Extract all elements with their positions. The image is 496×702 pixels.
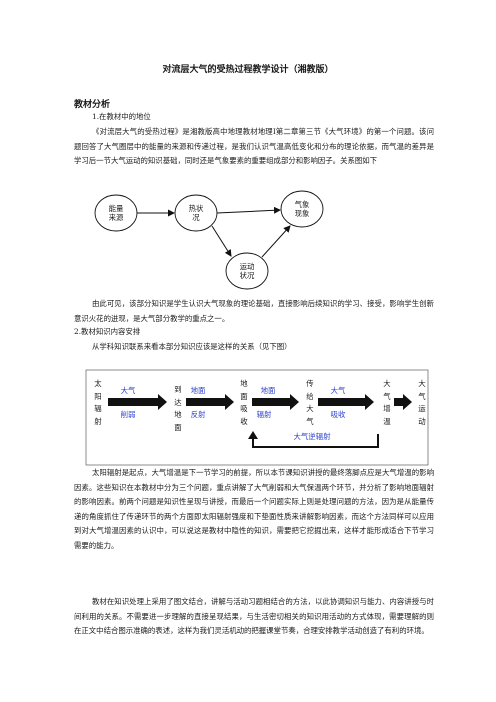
arrow-heat-motion [211, 225, 232, 257]
paragraph-relationship: 从学科知识联系来看本部分知识应该是这样的关系（见下图） [92, 342, 292, 351]
flow-arrow-3 [252, 394, 299, 410]
flow-arrow4-top: 大气 [330, 386, 346, 395]
node-motion-label: 运动状况 [239, 262, 255, 280]
flow-solar-radiation: 太阳辐射 [94, 379, 102, 426]
arrow-motion-weather [261, 225, 291, 258]
flow-air-warming: 大气增温 [383, 379, 391, 426]
flow-arrow-1 [108, 394, 167, 410]
flow-reach-ground: 到达地面 [174, 385, 182, 432]
flow-ground-absorb: 地面吸收 [240, 379, 248, 426]
flow-arrow1-bottom: 削弱 [120, 410, 136, 419]
paragraph-conclusion: 由此可见，该部分知识是学生认识大气现象的理论基础，直接影响后续知识的学习、接受，… [74, 299, 434, 323]
node-heat-label: 热状况 [188, 204, 204, 222]
node-weather-ellipse [280, 190, 324, 228]
flow-arrow2-bottom: 反射 [190, 410, 206, 419]
paragraph-position: 《对流层大气的受热过程》是湘教版高中地理教材地理Ⅰ第二章第三节《大气环境》的第一… [74, 127, 434, 166]
flow-transfer-air: 传给大气 [306, 379, 314, 426]
section-heading: 教材分析 [74, 100, 111, 110]
node-motion-ellipse [225, 252, 269, 290]
flow-arrow-2 [186, 394, 234, 410]
document-title: 对流层大气的受热过程教学设计（湘教版） [162, 65, 334, 75]
flow-arrow3-bottom: 辐射 [256, 410, 272, 419]
back-radiation-arrowhead [248, 431, 258, 439]
flow-back-radiation-label: 大气逆辐射 [293, 432, 331, 441]
flow-arrow-4 [318, 394, 374, 410]
arrow-heat-weather [216, 206, 281, 214]
flow-arrow1-top: 大气 [120, 386, 136, 395]
flow-diagram-frame [85, 369, 429, 466]
node-weather-label: 气象现象 [294, 200, 310, 218]
subheading-content: 2.教材知识内容安排 [74, 327, 141, 336]
back-radiation-arrow [252, 434, 379, 448]
flow-arrow-5 [394, 394, 412, 410]
node-energy-label: 能量来源 [108, 204, 124, 222]
subheading-position: 1.在教材中的地位 [92, 112, 151, 121]
flow-arrow4-bottom: 吸收 [330, 410, 346, 419]
paragraph-method: 教材在知识处理上采用了图文结合，讲解与活动习题相结合的方法，以此协调知识与能力、… [74, 597, 434, 636]
paragraph-analysis: 太阳辐射是起点，大气增温是下一节学习的前提，所以本节课知识讲授的最终落脚点应是大… [74, 468, 434, 550]
flow-air-motion: 大气运动 [418, 379, 426, 426]
flow-arrow3-top: 地面 [260, 386, 276, 395]
flow-arrow2-top: 地面 [190, 386, 206, 395]
